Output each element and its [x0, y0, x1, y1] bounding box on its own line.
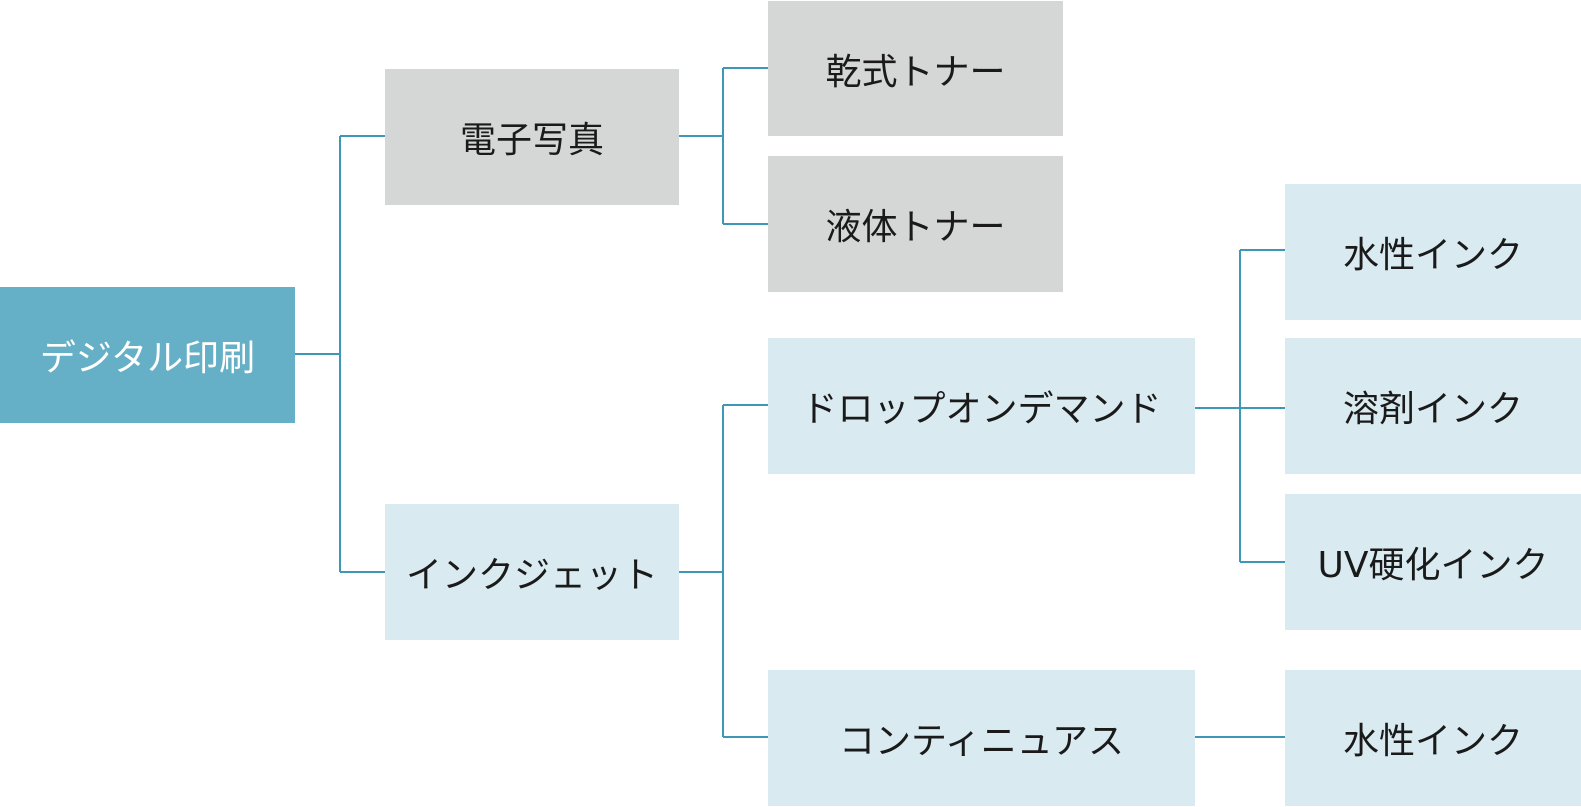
- node-inkjet: インクジェット: [385, 504, 679, 640]
- node-continuous: コンティニュアス: [768, 670, 1195, 806]
- node-drop-on-demand: ドロップオンデマンド: [768, 338, 1195, 474]
- node-digital-printing: デジタル印刷: [0, 287, 295, 423]
- node-solvent-ink: 溶剤インク: [1285, 338, 1581, 474]
- connector-drop-on-demand: [1195, 249, 1285, 563]
- node-dry-toner: 乾式トナー: [768, 1, 1063, 136]
- connector-root: [295, 135, 385, 573]
- node-electrophotography: 電子写真: [385, 69, 679, 205]
- connector-inkjet: [679, 404, 768, 738]
- node-water-based-ink: 水性インク: [1285, 184, 1581, 320]
- connector-electrophotography: [679, 67, 768, 225]
- node-uv-curable-ink: UV硬化インク: [1285, 494, 1581, 630]
- node-continuous-water-based-ink: 水性インク: [1285, 670, 1581, 806]
- node-liquid-toner: 液体トナー: [768, 156, 1063, 292]
